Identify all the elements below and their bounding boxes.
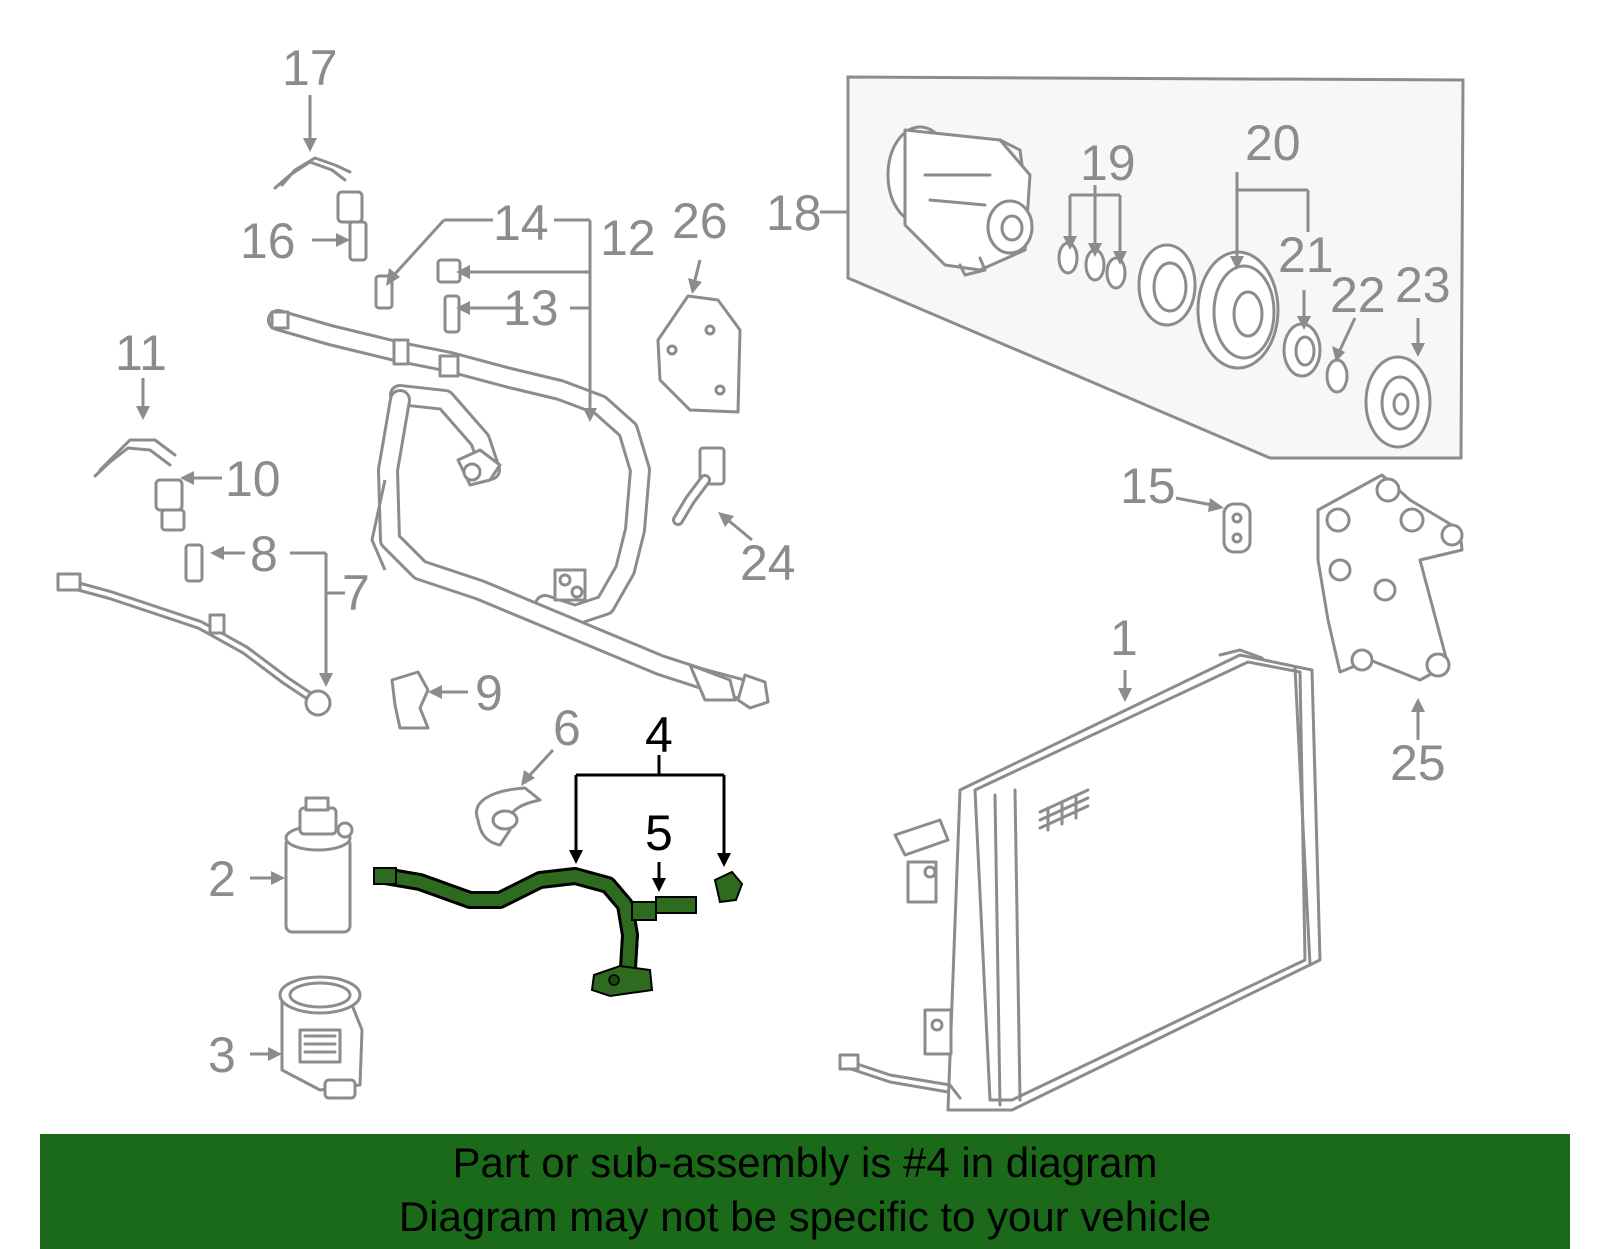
callout-25: 25 <box>1390 735 1446 791</box>
callout-9: 9 <box>475 665 503 721</box>
callout-19: 19 <box>1080 135 1136 191</box>
hose-bracket <box>656 294 742 414</box>
callout-20: 20 <box>1245 115 1301 171</box>
leader-lines <box>136 95 1425 1061</box>
banner-line-2: Diagram may not be specific to your vehi… <box>398 1193 1212 1240</box>
callout-3: 3 <box>208 1027 236 1083</box>
callout-21: 21 <box>1278 227 1334 283</box>
callout-22: 22 <box>1330 267 1386 323</box>
callout-labels: 1 2 3 4 5 6 7 8 9 10 11 12 13 14 15 16 1… <box>115 40 1451 1083</box>
hose-assembly <box>267 309 770 710</box>
info-banner: Part or sub-assembly is #4 in diagram Di… <box>40 1134 1570 1249</box>
callout-2: 2 <box>208 851 236 907</box>
retainer-clip <box>390 670 430 730</box>
compressor-kit-box <box>846 75 1465 460</box>
callout-1: 1 <box>1110 610 1138 666</box>
drier-bracket <box>278 975 364 1100</box>
banner-line-1: Part or sub-assembly is #4 in diagram <box>452 1139 1158 1186</box>
liquid-line <box>56 572 332 717</box>
callout-15: 15 <box>1120 458 1176 514</box>
callout-24: 24 <box>740 535 796 591</box>
callout-8: 8 <box>250 526 278 582</box>
small-clip <box>1222 502 1252 554</box>
callout-7: 7 <box>342 565 370 621</box>
pressure-switches <box>93 156 726 583</box>
compressor <box>886 125 1034 277</box>
callout-18: 18 <box>766 185 822 241</box>
condenser <box>838 648 1322 1112</box>
highlighted-part-4-hose[interactable] <box>373 867 744 998</box>
callout-11: 11 <box>115 325 167 381</box>
callout-14: 14 <box>493 195 549 251</box>
callout-4: 4 <box>645 707 673 763</box>
callout-5: 5 <box>645 805 673 861</box>
callout-13: 13 <box>503 280 559 336</box>
callout-6: 6 <box>553 700 581 756</box>
callout-12: 12 <box>600 210 656 266</box>
callout-23: 23 <box>1395 257 1451 313</box>
callout-26: 26 <box>672 193 728 249</box>
receiver-drier <box>284 796 354 934</box>
mounting-bracket <box>1316 473 1464 682</box>
hose-clip <box>475 786 542 847</box>
callout-17: 17 <box>282 40 338 96</box>
callout-16: 16 <box>240 213 296 269</box>
callout-10: 10 <box>225 451 281 507</box>
